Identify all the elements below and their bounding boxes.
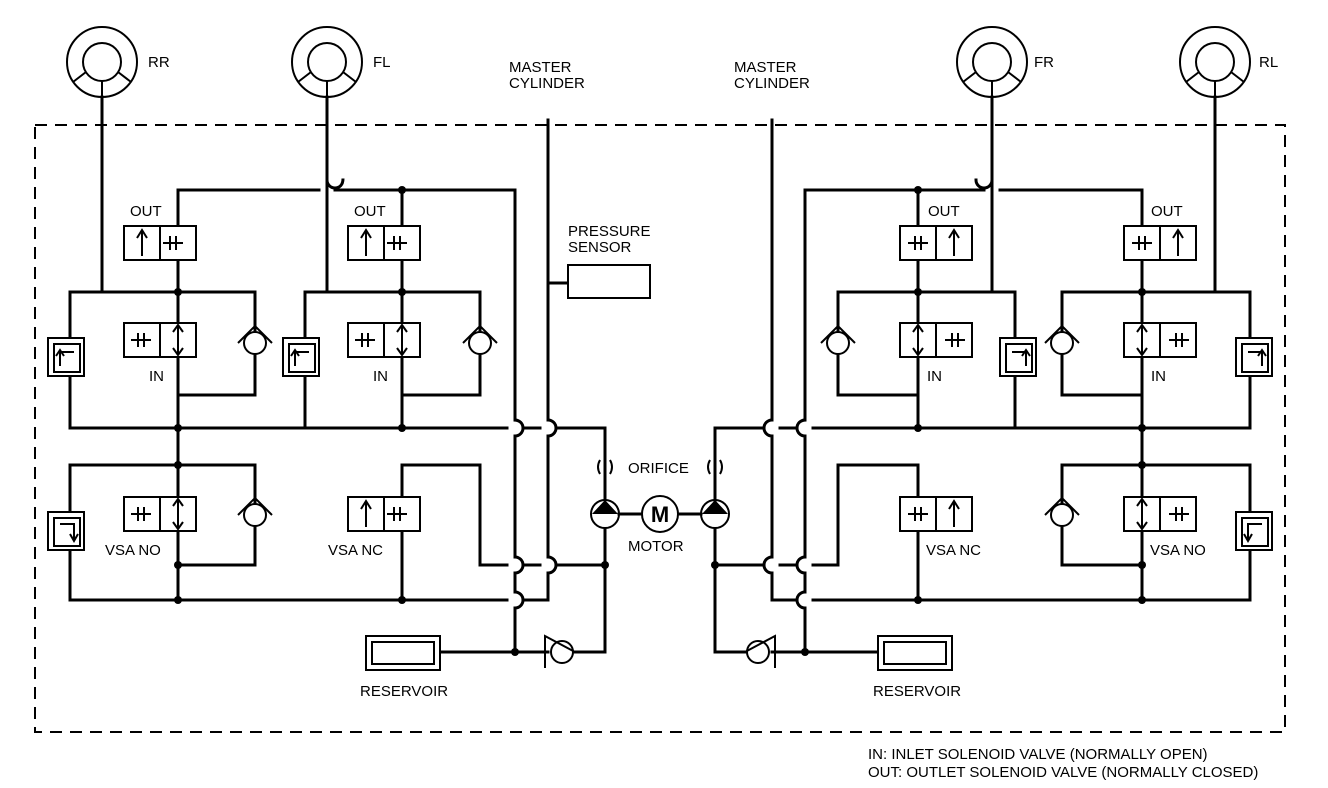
vsa-no-valve-right xyxy=(1123,496,1197,532)
label-in-fl: IN xyxy=(373,368,388,385)
check-valve-left-3 xyxy=(237,496,273,527)
in-valve-rr xyxy=(123,322,197,358)
vsa-nc-valve-left xyxy=(347,496,421,532)
label-pressure-2: SENSOR xyxy=(568,239,632,256)
label-master-cyl-left-1: MASTER xyxy=(509,59,572,76)
label-out-fr: OUT xyxy=(928,203,960,220)
label-vsa-no-right: VSA NO xyxy=(1150,542,1206,559)
out-valve-fr xyxy=(899,225,973,261)
label-motor: MOTOR xyxy=(628,538,684,555)
check-valve-right-3 xyxy=(1044,496,1080,527)
in-valve-rl xyxy=(1123,322,1197,358)
modulator-unit-boundary xyxy=(34,124,1286,733)
relief-valve-right-upper-1 xyxy=(999,337,1037,377)
relief-valve-left-upper-2 xyxy=(282,337,320,377)
right-circuit-lines xyxy=(713,95,1252,654)
label-vsa-nc-left: VSA NC xyxy=(328,542,383,559)
label-in-rl: IN xyxy=(1151,368,1166,385)
wheel-fl xyxy=(291,26,363,98)
out-valve-rr xyxy=(123,225,197,261)
pump-right xyxy=(700,499,730,529)
label-orifice: ORIFICE xyxy=(628,460,689,477)
label-fr: FR xyxy=(1034,54,1054,71)
label-out-rl: OUT xyxy=(1151,203,1183,220)
check-valve-reservoir-left xyxy=(544,634,576,668)
label-master-cyl-right-2: CYLINDER xyxy=(734,75,810,92)
label-reservoir-left: RESERVOIR xyxy=(360,683,448,700)
motor-m: M xyxy=(651,502,669,527)
vsa-no-valve-left xyxy=(123,496,197,532)
wheel-rl xyxy=(1179,26,1251,98)
label-pressure-1: PRESSURE xyxy=(568,223,651,240)
relief-valve-right-lower xyxy=(1235,511,1273,551)
out-valve-fl xyxy=(347,225,421,261)
in-valve-fl xyxy=(347,322,421,358)
reservoir-left xyxy=(365,635,441,671)
check-valve-reservoir-right xyxy=(744,634,776,668)
vsa-nc-valve-right xyxy=(899,496,973,532)
label-out-fl: OUT xyxy=(354,203,386,220)
right-pump-line xyxy=(713,426,747,654)
check-valve-left-2 xyxy=(462,324,498,355)
label-rl: RL xyxy=(1259,54,1278,71)
junction-dots xyxy=(174,186,1146,656)
label-vsa-nc-right: VSA NC xyxy=(926,542,981,559)
in-valve-fr xyxy=(899,322,973,358)
check-valve-right-2 xyxy=(1044,324,1080,355)
out-valve-rl xyxy=(1123,225,1197,261)
check-valve-right-1 xyxy=(820,324,856,355)
check-valve-left-1 xyxy=(237,324,273,355)
label-rr: RR xyxy=(148,54,170,71)
relief-valve-left-lower xyxy=(47,511,85,551)
label-vsa-no-left: VSA NO xyxy=(105,542,161,559)
motor-symbol xyxy=(641,495,679,533)
orifice-symbols xyxy=(597,459,723,475)
label-in-fr: IN xyxy=(927,368,942,385)
legend-out-note: OUT: OUTLET SOLENOID VALVE (NORMALLY CLO… xyxy=(868,764,1258,781)
label-master-cyl-right-1: MASTER xyxy=(734,59,797,76)
wheel-fr xyxy=(956,26,1028,98)
label-out-rr: OUT xyxy=(130,203,162,220)
label-in-rr: IN xyxy=(149,368,164,385)
label-master-cyl-left-2: CYLINDER xyxy=(509,75,585,92)
relief-valve-left-upper-1 xyxy=(47,337,85,377)
wheel-rr xyxy=(66,26,138,98)
label-reservoir-right: RESERVOIR xyxy=(873,683,961,700)
label-fl: FL xyxy=(373,54,391,71)
pressure-sensor-box xyxy=(567,264,651,299)
pump-left xyxy=(590,499,620,529)
legend-in-note: IN: INLET SOLENOID VALVE (NORMALLY OPEN) xyxy=(868,746,1208,763)
reservoir-right xyxy=(877,635,953,671)
relief-valve-right-upper-2 xyxy=(1235,337,1273,377)
